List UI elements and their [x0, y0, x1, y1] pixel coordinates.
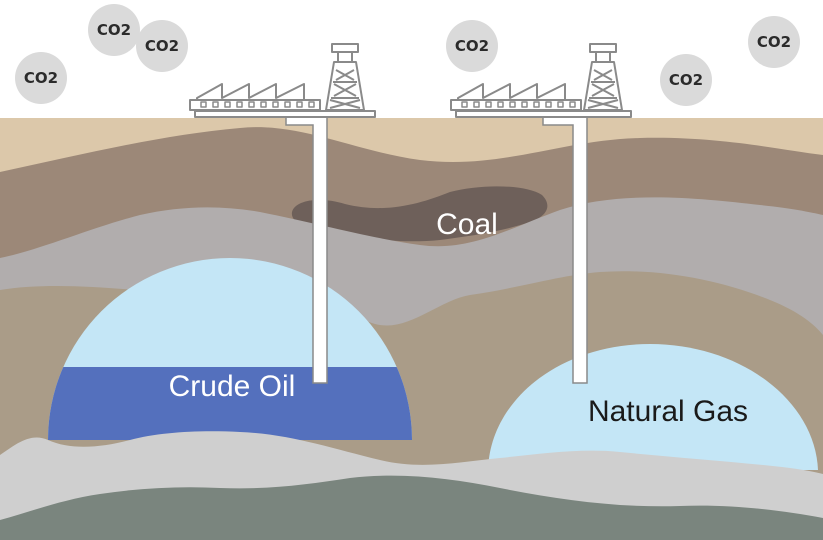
crude-oil-label: Crude Oil [169, 370, 296, 403]
natural-gas-label: Natural Gas [588, 395, 748, 428]
co2-bubble-icon: CO2 [748, 16, 800, 68]
factory-icon [450, 83, 632, 118]
coal-seam [291, 186, 548, 242]
bottom-rock-layer [0, 475, 823, 540]
co2-bubble-icon: CO2 [136, 20, 188, 72]
drilling-rig-icon [583, 43, 623, 111]
co2-bubble-icon: CO2 [15, 52, 67, 104]
co2-bubble-icon: CO2 [660, 54, 712, 106]
factory-icon [189, 83, 376, 118]
co2-label: CO2 [145, 37, 179, 55]
co2-label: CO2 [669, 71, 703, 89]
coal-label: Coal [436, 208, 498, 241]
co2-label: CO2 [24, 69, 58, 87]
co2-bubble-icon: CO2 [88, 4, 140, 56]
crude-oil-body [48, 367, 412, 440]
co2-label: CO2 [455, 37, 489, 55]
co2-label: CO2 [97, 21, 131, 39]
co2-bubble-icon: CO2 [446, 20, 498, 72]
natural-gas-reservoir [488, 344, 818, 470]
drilling-rig-icon [325, 43, 365, 111]
co2-label: CO2 [757, 33, 791, 51]
